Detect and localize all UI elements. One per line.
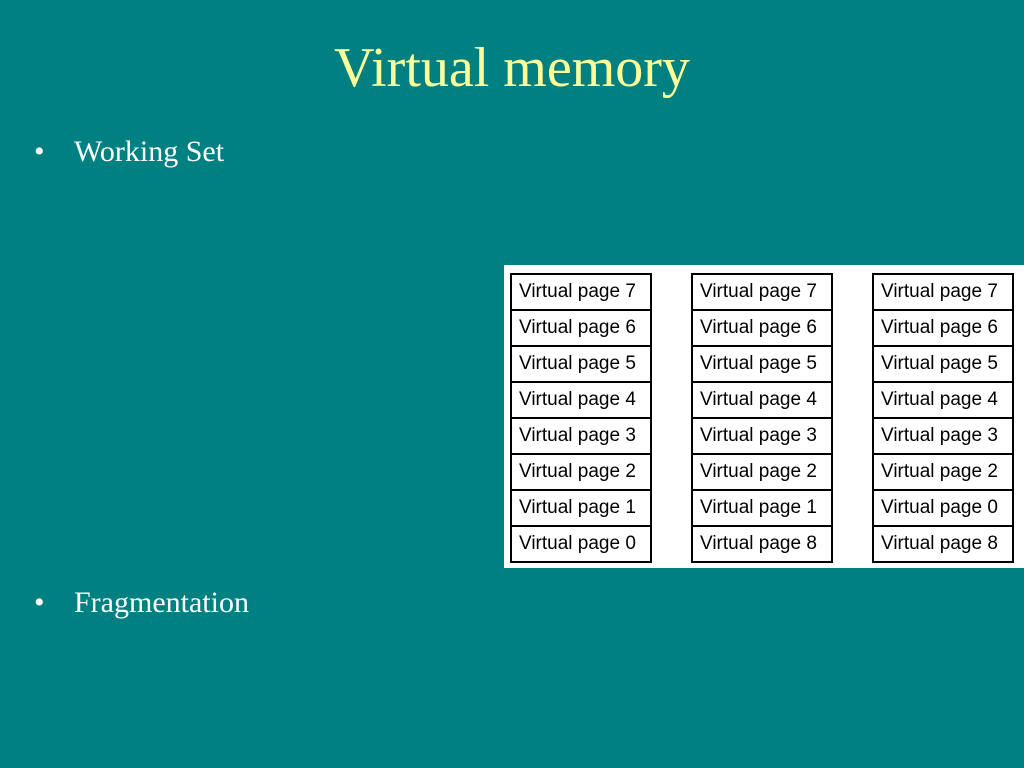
virtual-pages-figure: Virtual page 7 Virtual page 6 Virtual pa… xyxy=(504,265,1024,568)
bullet-marker: • xyxy=(34,135,45,168)
page-cell: Virtual page 7 xyxy=(693,275,831,311)
bullet-marker: • xyxy=(34,586,45,619)
page-cell: Virtual page 2 xyxy=(693,455,831,491)
page-cell: Virtual page 3 xyxy=(693,419,831,455)
page-cell: Virtual page 6 xyxy=(693,311,831,347)
page-column-1: Virtual page 7 Virtual page 6 Virtual pa… xyxy=(510,273,652,563)
slide-title: Virtual memory xyxy=(334,37,690,99)
page-column-2: Virtual page 7 Virtual page 6 Virtual pa… xyxy=(691,273,833,563)
page-cell: Virtual page 6 xyxy=(512,311,650,347)
page-cell: Virtual page 8 xyxy=(700,533,817,554)
bullet-fragmentation: • Fragmentation xyxy=(34,583,249,623)
page-cell: Virtual page 7 xyxy=(512,275,650,311)
page-cell: Virtual page 1 xyxy=(512,491,650,527)
page-cell: Virtual page 0 xyxy=(874,491,1012,527)
page-cell: Virtual page 0 xyxy=(519,533,636,554)
page-cell: Virtual page 1 xyxy=(693,491,831,527)
page-cell: Virtual page 5 xyxy=(693,347,831,383)
page-cell: Virtual page 3 xyxy=(874,419,1012,455)
page-cell: Virtual page 4 xyxy=(693,383,831,419)
page-cell: Virtual page 4 xyxy=(512,383,650,419)
page-cell: Virtual page 6 xyxy=(874,311,1012,347)
page-cell: Virtual page 2 xyxy=(874,455,1012,491)
page-cell: Virtual page 5 xyxy=(512,347,650,383)
page-cell: Virtual page 5 xyxy=(874,347,1012,383)
bullet-text: Working Set xyxy=(74,135,225,168)
bullet-working-set: • Working Set xyxy=(34,132,224,172)
page-cell: Virtual page 4 xyxy=(874,383,1012,419)
page-cell: Virtual page 7 xyxy=(874,275,1012,311)
page-cell: Virtual page 3 xyxy=(512,419,650,455)
bullet-text: Fragmentation xyxy=(74,586,249,619)
page-column-3: Virtual page 7 Virtual page 6 Virtual pa… xyxy=(872,273,1014,563)
page-cell: Virtual page 2 xyxy=(512,455,650,491)
page-cell: Virtual page 8 xyxy=(881,533,998,554)
